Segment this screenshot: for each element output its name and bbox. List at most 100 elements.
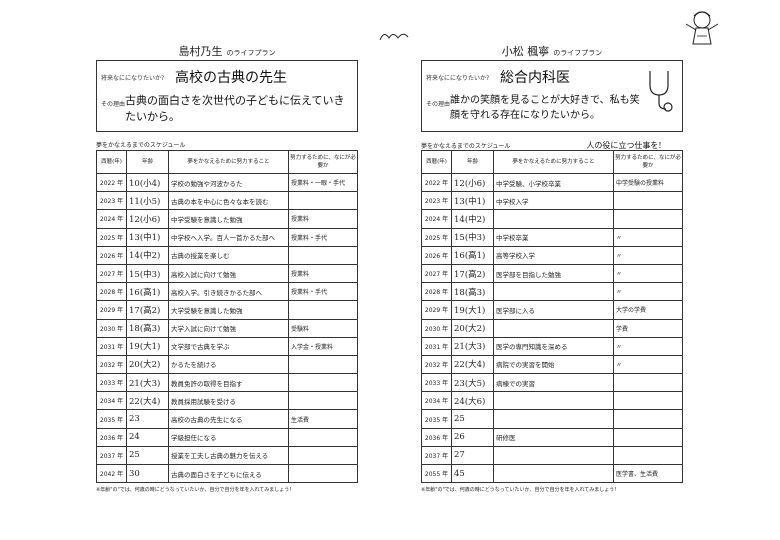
right-col-plan: 夢をかなえるために努力すること	[493, 150, 614, 174]
right-table-header: 西暦(年) 年齢 夢をかなえるために努力すること 努力するために、なにが必要か	[421, 150, 683, 174]
year-cell: 2030 年	[96, 318, 127, 338]
right-dream-label: 将来なにになりたいか?	[426, 75, 490, 82]
age-cell: 24(大6)	[451, 391, 494, 411]
help-cell	[288, 463, 358, 484]
age-cell: 17(高2)	[126, 300, 169, 320]
year-cell: 2025 年	[421, 227, 452, 247]
plan-cell: 学校の勉強や河波かるた	[168, 172, 289, 193]
right-header-note: 人の役に立つ仕事を!	[586, 141, 662, 150]
year-cell: 2027 年	[421, 263, 452, 284]
age-cell: 25	[451, 409, 494, 429]
age-cell: 11(小5)	[126, 191, 169, 211]
plan-cell: 大学入試に向けて勉強	[168, 318, 289, 338]
plan-cell	[493, 445, 614, 466]
left-col-age: 年齢	[126, 150, 169, 174]
age-cell: 30	[126, 463, 169, 484]
left-sheet-title: 島村乃生のライフプラン	[96, 44, 358, 61]
right-col-year: 西暦(年)	[421, 150, 452, 174]
year-cell: 2035 年	[96, 409, 127, 429]
age-cell: 18(高3)	[126, 318, 169, 338]
help-cell	[613, 209, 683, 229]
year-cell: 2036 年	[96, 427, 127, 447]
help-cell: 授業料・手代	[288, 227, 358, 247]
right-dream-value: 総合内科医	[500, 70, 570, 86]
help-cell	[288, 354, 358, 375]
help-cell: 受験料	[288, 318, 358, 338]
plan-cell: 古典の授業を楽しむ	[168, 245, 289, 265]
age-cell: 23(大5)	[451, 373, 494, 393]
age-cell: 17(高2)	[451, 263, 494, 284]
year-cell: 2029 年	[96, 300, 127, 320]
year-cell: 2037 年	[96, 445, 127, 466]
age-cell: 21(大3)	[451, 336, 494, 356]
age-cell: 14(中2)	[451, 209, 494, 229]
plan-cell: 学級担任になる	[168, 427, 289, 447]
age-cell: 26	[451, 427, 494, 447]
left-reason-row: その理由 古典の面白さを次世代の子どもに伝えていきたいから。	[101, 93, 353, 127]
right-reason-label: その理由	[426, 101, 451, 108]
plan-cell: 高校の古典の先生になる	[168, 409, 289, 429]
help-cell	[288, 391, 358, 411]
wave-doodle-icon	[379, 33, 409, 41]
plan-cell: 研修医	[493, 427, 614, 447]
year-cell: 2024 年	[96, 209, 127, 229]
plan-cell: 高等学校入学	[493, 245, 614, 265]
plan-cell: 医学部に入る	[493, 300, 614, 320]
year-cell: 2024 年	[421, 209, 452, 229]
age-cell: 19(大1)	[126, 336, 169, 356]
left-table-header: 西暦(年) 年齢 夢をかなえるために努力すること 努力するために、なにが必要か	[96, 150, 358, 174]
help-cell	[613, 373, 683, 393]
age-cell: 13(中1)	[451, 191, 494, 211]
age-cell: 23	[126, 409, 169, 429]
year-cell: 2033 年	[96, 373, 127, 393]
year-cell: 2034 年	[96, 391, 127, 411]
help-cell: 〃	[613, 336, 683, 356]
plan-cell: 授業を工夫し古典の魅力を伝える	[168, 445, 289, 466]
age-cell: 12(小6)	[126, 209, 169, 229]
age-cell: 10(小4)	[126, 172, 169, 193]
age-cell: 15(中3)	[451, 227, 494, 247]
help-cell: 授業料	[288, 263, 358, 284]
age-cell: 25	[126, 445, 169, 466]
year-cell: 2031 年	[96, 336, 127, 356]
help-cell: 授業料・手代	[288, 282, 358, 302]
year-cell: 2029 年	[421, 300, 452, 320]
age-cell: 21(大3)	[126, 373, 169, 393]
help-cell	[613, 409, 683, 429]
help-cell: 生活費	[288, 409, 358, 429]
help-cell: 大学の学費	[613, 300, 683, 320]
plan-cell: 教員採用試験を受ける	[168, 391, 289, 411]
plan-cell: 医学の専門知識を深める	[493, 336, 614, 356]
year-cell: 2022 年	[96, 172, 127, 193]
year-cell: 2036 年	[421, 427, 452, 447]
right-title-suffix: のライフプラン	[553, 49, 603, 57]
year-cell: 2023 年	[96, 191, 127, 211]
left-dream-box: 将来なにになりたいか? 高校の古典の先生 その理由 古典の面白さを次世代の子ども…	[96, 61, 358, 132]
year-cell: 2028 年	[96, 282, 127, 302]
help-cell: 授業料・一眼・手代	[288, 172, 358, 193]
help-cell	[288, 245, 358, 265]
help-cell	[613, 391, 683, 411]
year-cell: 2037 年	[421, 445, 452, 466]
right-dream-box: 将来なにになりたいか? 総合内科医 その理由 誰かの笑顔を見ることが大好きで、私…	[421, 61, 683, 132]
plan-cell: 中学受験、小学校卒業	[493, 172, 614, 193]
age-cell: 12(小6)	[451, 172, 494, 193]
year-cell: 2035 年	[421, 409, 452, 429]
age-cell: 19(大1)	[451, 300, 494, 320]
left-reason-label: その理由	[101, 101, 126, 108]
